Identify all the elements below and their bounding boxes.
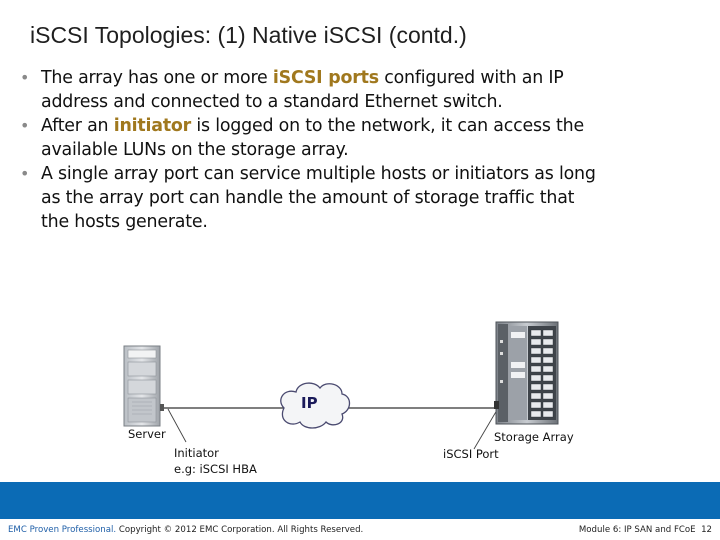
bullet-text: is logged on to the network, it can acce… — [191, 116, 584, 136]
initiator-pointer-line — [167, 408, 187, 443]
footer-band — [0, 482, 720, 519]
bullet-text: A single array port can service multiple… — [41, 164, 596, 184]
highlight-initiator: initiator — [113, 116, 192, 136]
bullet-item: • The array has one or more iSCSI ports … — [18, 66, 698, 114]
footer-brand: EMC Proven Professional. — [8, 525, 117, 535]
ip-cloud-label: IP — [301, 394, 318, 412]
ip-cloud-icon — [280, 382, 351, 429]
server-label: Server — [128, 427, 166, 441]
bullet-text: configured with an IP — [378, 68, 564, 88]
bullet-item: • After an initiator is logged on to the… — [18, 114, 698, 162]
bullet-text: as the array port can handle the amount … — [41, 188, 575, 208]
slide-footer: EMC Proven Professional. Copyright © 201… — [0, 519, 720, 540]
bullet-text: the hosts generate. — [41, 212, 208, 232]
bullet-list: • The array has one or more iSCSI ports … — [18, 66, 698, 234]
bullet-dot-icon: • — [20, 68, 30, 87]
bullet-text: available LUNs on the storage array. — [41, 140, 349, 160]
bullet-dot-icon: • — [20, 164, 30, 183]
bullet-dot-icon: • — [20, 116, 30, 135]
storage-array-label: Storage Array — [494, 430, 574, 444]
port-pointer-line — [473, 409, 498, 450]
footer-copyright-text: Copyright © 2012 EMC Corporation. All Ri… — [116, 525, 364, 535]
slide-title: iSCSI Topologies: (1) Native iSCSI (cont… — [30, 22, 467, 48]
footer-module: Module 6: IP SAN and FCoE 12 — [579, 525, 712, 535]
footer-module-text: Module 6: IP SAN and FCoE — [578, 525, 696, 535]
highlight-iscsi-ports: iSCSI ports — [272, 68, 379, 88]
initiator-label: Initiator — [174, 446, 219, 460]
bullet-item: • A single array port can service multip… — [18, 162, 698, 234]
server-icon — [123, 345, 164, 427]
bullet-text: After an — [41, 116, 114, 136]
page-number: 12 — [701, 525, 712, 535]
storage-array-icon — [494, 321, 559, 425]
footer-copyright: EMC Proven Professional. Copyright © 201… — [8, 525, 363, 535]
initiator-example-label: e.g: iSCSI HBA — [174, 462, 257, 476]
bullet-text: The array has one or more — [41, 68, 273, 88]
iscsi-port-label: iSCSI Port — [443, 447, 499, 461]
bullet-text: address and connected to a standard Ethe… — [41, 92, 503, 112]
